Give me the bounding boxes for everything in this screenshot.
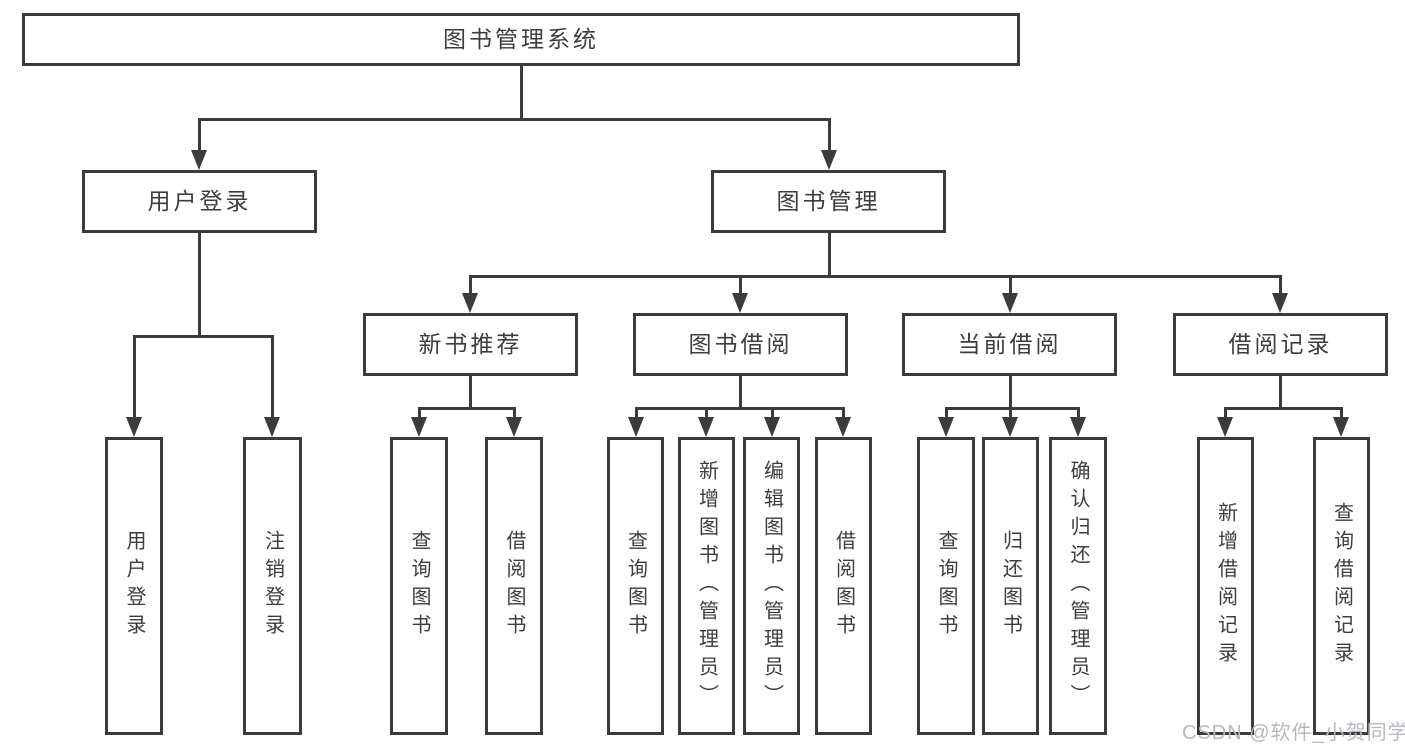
connector-current-borrowing-rail (944, 407, 1080, 410)
connector-system-root-drop-0 (197, 118, 201, 152)
connector-book-borrowing-drop-2 (770, 407, 774, 419)
connector-borrowing-records-rail (1223, 407, 1343, 410)
connector-borrowing-records-stem (1278, 376, 1282, 410)
connector-book-management-arrowhead-2 (1002, 293, 1018, 313)
connector-new-book-recommend-arrowhead-0 (411, 417, 427, 437)
node-user-login-label: 用户登录 (147, 188, 252, 214)
node-query-books-recommend: 查询图书 (390, 437, 448, 735)
connector-new-book-recommend-drop-0 (417, 407, 421, 419)
connector-current-borrowing-stem (1008, 376, 1012, 410)
connector-system-root-arrowhead-1 (821, 150, 837, 170)
connector-book-management-arrowhead-0 (462, 293, 478, 313)
node-add-books-admin-label: 新增图书（管理员） (695, 460, 718, 712)
connector-book-borrowing-arrowhead-3 (835, 417, 851, 437)
node-edit-books-admin: 编辑图书（管理员） (743, 437, 800, 735)
connector-system-root-arrowhead-0 (191, 150, 207, 170)
connector-new-book-recommend-arrowhead-1 (506, 417, 522, 437)
connector-user-login-arrowhead-1 (264, 417, 280, 437)
node-new-book-recommend-label: 新书推荐 (418, 331, 523, 357)
connector-book-borrowing-drop-0 (634, 407, 638, 419)
node-user-login: 用户登录 (82, 170, 317, 233)
node-book-management: 图书管理 (711, 170, 946, 233)
node-add-borrow-record-label: 新增借阅记录 (1214, 502, 1237, 670)
node-confirm-return-admin-label: 确认归还（管理员） (1067, 460, 1089, 712)
node-login-user-label: 用户登录 (123, 530, 145, 642)
node-borrow-books-recommend-label: 借阅图书 (503, 530, 525, 642)
connector-book-borrowing-drop-3 (841, 407, 845, 419)
connector-book-borrowing-arrowhead-0 (628, 417, 644, 437)
node-new-book-recommend: 新书推荐 (363, 313, 578, 376)
node-login-user: 用户登录 (105, 437, 163, 735)
node-book-borrowing: 图书借阅 (633, 313, 848, 376)
connector-new-book-recommend-rail (417, 407, 516, 410)
connector-borrowing-records-drop-0 (1223, 407, 1227, 419)
connector-current-borrowing-arrowhead-0 (938, 417, 954, 437)
node-add-borrow-record: 新增借阅记录 (1197, 437, 1254, 735)
node-current-borrowing-label: 当前借阅 (957, 331, 1062, 357)
connector-book-borrowing-stem (738, 376, 742, 410)
node-borrow-books-recommend: 借阅图书 (485, 437, 543, 735)
node-current-borrowing: 当前借阅 (902, 313, 1117, 376)
connector-book-management-drop-1 (738, 275, 742, 295)
node-book-borrowing-label: 图书借阅 (688, 331, 793, 357)
node-query-books-borrowing-label: 查询图书 (624, 530, 647, 642)
node-logout-user: 注销登录 (243, 437, 302, 735)
connector-current-borrowing-drop-1 (1008, 407, 1012, 419)
connector-borrowing-records-arrowhead-1 (1333, 417, 1349, 437)
connector-system-root-stem (519, 66, 523, 121)
connector-book-borrowing-arrowhead-2 (764, 417, 780, 437)
connector-user-login-drop-0 (132, 335, 136, 419)
node-borrowing-records-label: 借阅记录 (1228, 331, 1333, 357)
node-return-books-label: 归还图书 (999, 530, 1022, 642)
connector-user-login-arrowhead-0 (126, 417, 142, 437)
connector-book-borrowing-drop-1 (704, 407, 708, 419)
connector-new-book-recommend-drop-1 (512, 407, 516, 419)
connector-current-borrowing-arrowhead-2 (1070, 417, 1086, 437)
node-borrowing-records: 借阅记录 (1173, 313, 1388, 376)
connector-system-root-drop-1 (827, 118, 831, 152)
connector-current-borrowing-drop-2 (1076, 407, 1080, 419)
connector-book-management-stem (827, 233, 831, 278)
node-system-root: 图书管理系统 (22, 13, 1020, 66)
node-query-books-current: 查询图书 (917, 437, 975, 735)
connector-current-borrowing-arrowhead-1 (1002, 417, 1018, 437)
node-query-borrow-record-label: 查询借阅记录 (1330, 502, 1353, 670)
node-return-books: 归还图书 (982, 437, 1039, 735)
connector-book-management-rail (468, 275, 1282, 278)
connector-book-management-drop-0 (468, 275, 472, 295)
node-add-books-admin: 新增图书（管理员） (678, 437, 735, 735)
node-logout-user-label: 注销登录 (261, 530, 284, 642)
connector-current-borrowing-drop-0 (944, 407, 948, 419)
connector-book-management-drop-2 (1008, 275, 1012, 295)
node-book-management-label: 图书管理 (776, 188, 881, 214)
node-query-books-recommend-label: 查询图书 (408, 530, 430, 642)
connector-user-login-drop-1 (270, 335, 274, 419)
connector-user-login-stem (197, 233, 201, 338)
connector-new-book-recommend-stem (468, 376, 472, 410)
connector-borrowing-records-drop-1 (1339, 407, 1343, 419)
csdn-watermark: CSDN @软件_小贺同学 (1182, 722, 1405, 744)
node-borrow-books-borrowing: 借阅图书 (815, 437, 872, 735)
node-query-books-borrowing: 查询图书 (607, 437, 664, 735)
node-query-borrow-record: 查询借阅记录 (1313, 437, 1370, 735)
connector-book-management-arrowhead-3 (1272, 293, 1288, 313)
connector-book-management-drop-3 (1278, 275, 1282, 295)
connector-borrowing-records-arrowhead-0 (1217, 417, 1233, 437)
connector-book-borrowing-rail (634, 407, 845, 410)
connector-system-root-rail (197, 118, 831, 121)
node-query-books-current-label: 查询图书 (935, 530, 957, 642)
connector-book-management-arrowhead-1 (732, 293, 748, 313)
node-edit-books-admin-label: 编辑图书（管理员） (760, 460, 783, 712)
node-borrow-books-borrowing-label: 借阅图书 (832, 530, 855, 642)
connector-user-login-rail (132, 335, 274, 338)
connector-book-borrowing-arrowhead-1 (698, 417, 714, 437)
node-confirm-return-admin: 确认归还（管理员） (1049, 437, 1107, 735)
node-system-root-label: 图书管理系统 (443, 26, 599, 52)
